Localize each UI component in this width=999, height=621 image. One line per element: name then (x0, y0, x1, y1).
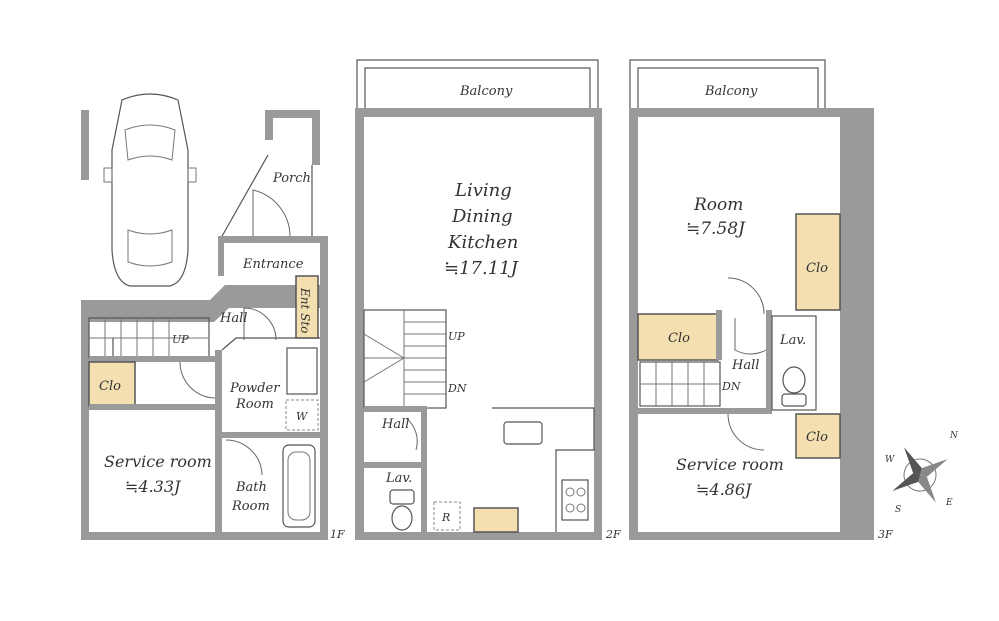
room-label-3f: Room (693, 195, 743, 215)
closet-3f-a (795, 213, 841, 311)
service-room-size-1f: ≒4.33J (125, 477, 182, 496)
compass-e: E (945, 498, 953, 508)
up-label-2f: UP (448, 330, 465, 343)
floor-3-plan: Balcony Room ≒7.58J Clo Clo Clo Hall Lav… (629, 59, 893, 541)
closet-3f-c (795, 413, 841, 459)
compass-n: N (949, 431, 959, 441)
service-room-label-3f: Service room (676, 455, 784, 474)
lav-label-3f: Lav. (779, 333, 806, 348)
ent-sto-label: Ent Sto (298, 287, 312, 333)
floor-2-plan: Balcony Living Dining Kitchen ≒17.11J UP… (355, 59, 621, 541)
balcony-label-3f: Balcony (704, 84, 758, 99)
dn-label-2f: DN (447, 382, 467, 395)
kitchen-counter (473, 507, 519, 533)
floor-label-3f: 3F (878, 528, 893, 541)
floor-label-1f: 1F (330, 528, 345, 541)
ent-storage (295, 275, 319, 339)
floor-1-plan: Porch Entrance Ent Sto Hall UP Clo Powde… (81, 93, 345, 541)
balcony-label-2f: Balcony (459, 84, 513, 99)
stairs-3f (639, 361, 721, 407)
room-size-3f: ≒7.58J (686, 219, 746, 239)
bath-room-label-1: Bath (235, 480, 267, 495)
powder-room-label-2: Room (235, 397, 274, 412)
ldk-label-3: Kitchen (447, 232, 518, 253)
closet-3f-b (637, 313, 719, 361)
hall-label-1f: Hall (219, 311, 247, 326)
floor-label-2f: 2F (605, 528, 621, 541)
compass-s: S (895, 505, 901, 515)
lav-label-2f: Lav. (385, 471, 412, 486)
fridge-label: R (441, 511, 450, 524)
closet-label-1f: Clo (99, 379, 121, 394)
closet-label-3f-a: Clo (806, 261, 828, 276)
compass-icon (892, 447, 948, 503)
powder-room-label-1: Powder (229, 381, 280, 396)
stairs-1f (88, 317, 210, 359)
car-icon (103, 93, 197, 287)
bath-room-label-2: Room (231, 499, 270, 514)
compass-w: W (885, 455, 895, 465)
entrance-label: Entrance (242, 257, 304, 272)
closet-1f (88, 361, 136, 407)
closet-label-3f-b: Clo (668, 331, 690, 346)
stairs-2f (363, 309, 447, 409)
washer-label: W (296, 410, 309, 423)
porch-label: Porch (272, 171, 311, 186)
hall-label-2f: Hall (381, 417, 409, 432)
service-room-size-3f: ≒4.86J (696, 480, 753, 499)
up-label-1f: UP (172, 333, 189, 346)
ldk-label-1: Living (454, 180, 512, 201)
ldk-size: ≒17.11J (444, 258, 520, 279)
closet-label-3f-c: Clo (806, 430, 828, 445)
ldk-label-2: Dining (451, 206, 513, 227)
hall-label-3f: Hall (731, 358, 759, 373)
dn-label-3f: DN (721, 380, 741, 393)
service-room-label-1f: Service room (104, 452, 212, 471)
